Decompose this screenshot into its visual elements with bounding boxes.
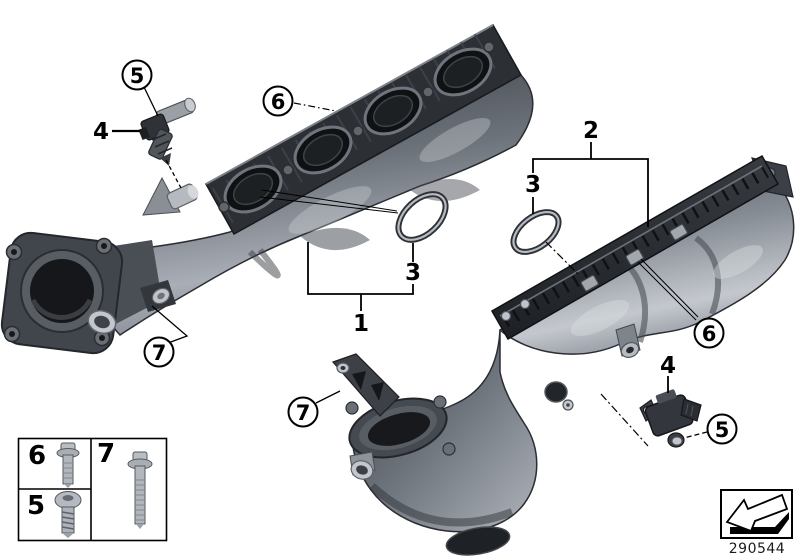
o-ring-gasket-left: [395, 191, 449, 243]
svg-text:6: 6: [271, 90, 286, 114]
left-sensor-boss: [142, 176, 199, 216]
svg-text:2: 2: [583, 118, 599, 144]
callout-3-right[interactable]: 3: [525, 172, 541, 198]
callout-4-right[interactable]: 4: [660, 353, 676, 379]
right-bracket-arm: [331, 353, 400, 417]
intake-port: [293, 125, 353, 175]
left-port-flange: [204, 23, 523, 236]
callout-6-right[interactable]: 6: [693, 317, 725, 349]
svg-text:6: 6: [28, 441, 46, 471]
left-throttle-flange: [0, 231, 162, 355]
svg-text:3: 3: [405, 260, 421, 286]
right-throttle-elbow: [345, 329, 574, 556]
callout-7-right[interactable]: 7: [287, 396, 319, 428]
svg-text:6: 6: [702, 322, 717, 346]
pan-head-screw-icon: [54, 491, 82, 538]
temperature-sensor: [138, 97, 196, 166]
intake-port: [433, 47, 493, 97]
svg-text:5: 5: [715, 418, 730, 442]
svg-text:3: 3: [525, 172, 541, 198]
fastener-legend: 6 5: [17, 437, 168, 542]
svg-text:7: 7: [152, 341, 167, 365]
legend-cell-7[interactable]: 7: [97, 439, 153, 529]
svg-text:1: 1: [353, 311, 369, 337]
left-outlet-stub: [87, 309, 117, 335]
part-number: 290544: [729, 541, 785, 557]
callout-5-left[interactable]: 5: [121, 59, 153, 91]
o-ring-gasket-right: [510, 209, 562, 255]
callout-4-left[interactable]: 4: [93, 119, 109, 145]
svg-text:5: 5: [27, 491, 45, 521]
callout-2[interactable]: 2: [583, 118, 599, 144]
svg-text:4: 4: [93, 119, 109, 145]
callout-3-left[interactable]: 3: [405, 260, 421, 286]
leader-lines: [112, 86, 708, 447]
flange-bolt-icon: [56, 442, 80, 488]
left-bolt-boss: [140, 280, 176, 312]
svg-text:7: 7: [97, 439, 115, 469]
svg-text:5: 5: [130, 64, 145, 88]
direction-of-travel-arrow-icon: [725, 493, 789, 534]
callout-1[interactable]: 1: [353, 311, 369, 337]
legend-cell-5[interactable]: 5: [27, 491, 82, 538]
svg-text:4: 4: [660, 353, 676, 379]
callout-7-left[interactable]: 7: [143, 336, 175, 368]
left-intake-manifold: [0, 23, 534, 355]
callout-6-left[interactable]: 6: [262, 85, 294, 117]
long-flange-bolt-icon: [127, 451, 153, 529]
right-intake-manifold: [331, 154, 795, 556]
intake-port: [223, 164, 283, 214]
legend-cell-6[interactable]: 6: [28, 441, 80, 488]
callout-5-right[interactable]: 5: [706, 413, 738, 445]
svg-text:7: 7: [296, 401, 311, 425]
right-mounting-rail: [490, 154, 780, 341]
direction-arrow-box: [720, 489, 793, 539]
intake-port: [363, 86, 423, 136]
right-breather-stub: [615, 323, 641, 358]
map-sensor: [639, 389, 702, 448]
